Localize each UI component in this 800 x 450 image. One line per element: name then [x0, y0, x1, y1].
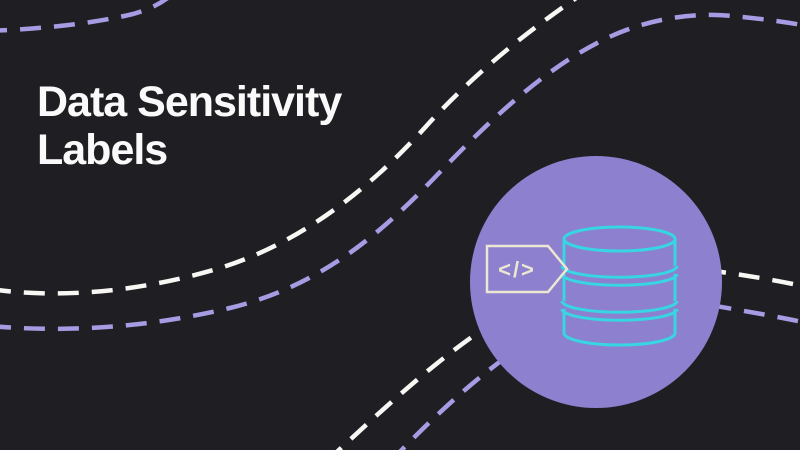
page-title: Data Sensitivity Labels: [37, 78, 342, 174]
database-top-rim: [562, 225, 677, 253]
dashed-curve-mid-purple: [0, 12, 800, 332]
dashed-curve-mid-white: [0, 0, 578, 296]
database-body: [562, 238, 677, 347]
purple-circle: [470, 156, 722, 408]
code-tag-icon: </>: [485, 244, 569, 294]
database-disc-arcs: [560, 265, 679, 322]
code-tag-outline: [485, 244, 569, 294]
page-title-line1: Data Sensitivity: [37, 78, 342, 126]
dashed-curve-top-left-purple: [0, 0, 169, 33]
code-tag-symbol: </>: [498, 257, 536, 282]
database-icon: [560, 225, 679, 347]
page-title-line2: Labels: [37, 126, 168, 174]
